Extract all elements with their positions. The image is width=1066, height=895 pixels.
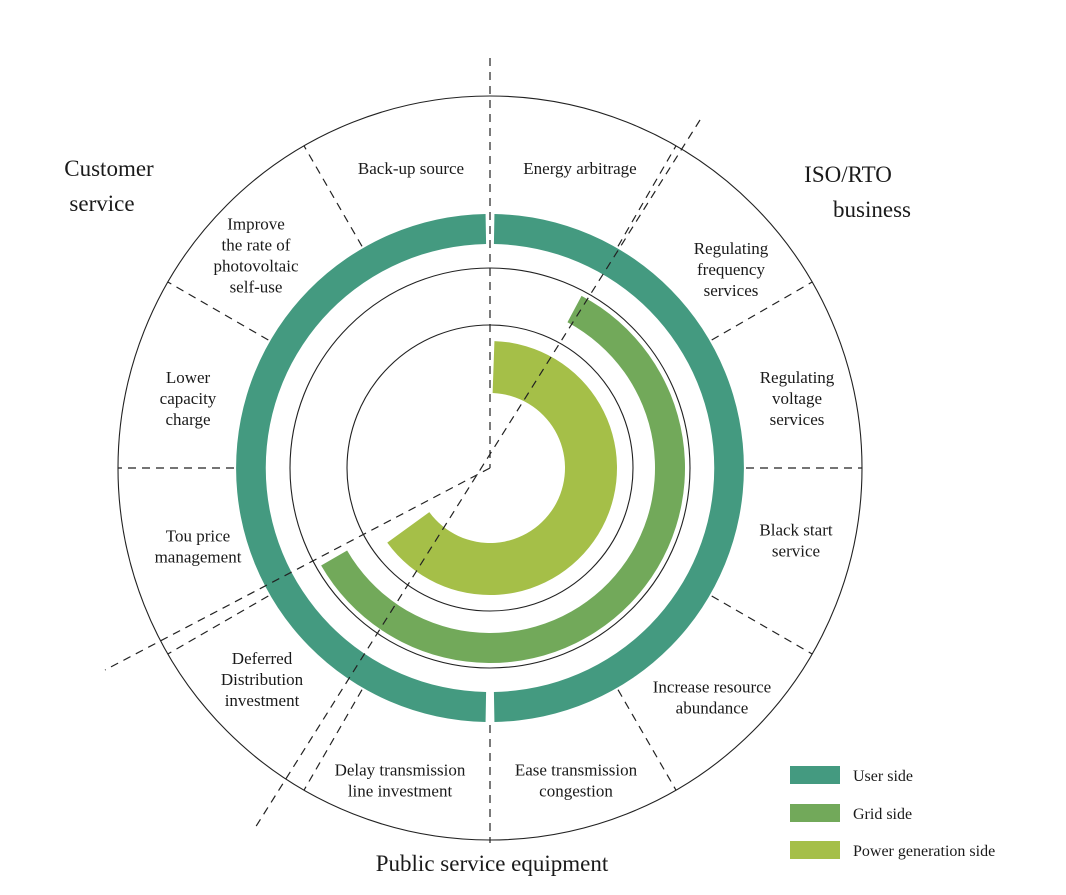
user-side-arc-left — [236, 214, 487, 722]
segment-label-pv-line2: the rate of — [222, 236, 291, 255]
user-side-arc-right — [493, 214, 744, 722]
segment-label-distribution-line3: investment — [225, 691, 300, 710]
customer-service-label-line2: service — [69, 191, 134, 216]
public-service-label: Public service equipment — [376, 851, 609, 876]
segment-label-congestion-line1: Ease transmission — [515, 761, 638, 780]
segment-label-voltage-line1: Regulating — [760, 368, 835, 387]
segment-label-blackstart-line1: Black start — [759, 521, 832, 540]
segment-label-voltage-line2: voltage — [772, 389, 822, 408]
separator-sep-150 — [617, 689, 677, 791]
separator-sep-300 — [167, 281, 269, 341]
segment-labels: Back-up source Energy arbitrageRegulating… — [155, 159, 835, 801]
legend-swatch-user-side — [790, 766, 840, 784]
left-divider — [104, 467, 491, 671]
power-generation-side-arc — [387, 341, 617, 596]
segment-label-distribution-line1: Deferred — [232, 649, 293, 668]
segment-label-tou-line1: Tou price — [166, 527, 230, 546]
separator-sep-330 — [303, 145, 363, 247]
separator-sep-60 — [711, 281, 813, 341]
separator-sep-120 — [711, 595, 813, 655]
segment-label-resource-line2: abundance — [676, 699, 749, 718]
legend-label-power-generation-side: Power generation side — [853, 843, 995, 860]
segment-label-arbitrage-line1: Energy arbitrage — [523, 159, 636, 178]
legend-swatch-grid-side — [790, 804, 840, 822]
segment-label-capacity-line2: capacity — [160, 389, 217, 408]
legend-label-user-side: User side — [853, 768, 913, 785]
segment-label-freq-line1: Regulating — [694, 239, 769, 258]
legend-swatch-power-generation-side — [790, 841, 840, 859]
segment-label-resource-line1: Increase resource — [653, 678, 771, 697]
separator-sep-240 — [167, 595, 269, 655]
segment-label-backup-line1: Back-up source — [358, 159, 464, 178]
segment-label-congestion-line2: congestion — [539, 782, 613, 801]
segment-label-tou-line2: management — [155, 548, 242, 567]
legend: User side Grid side Power generation sid… — [790, 766, 995, 860]
segment-label-transline-line2: line investment — [348, 782, 453, 801]
iso-rto-label-line1: ISO/RTO — [804, 162, 892, 187]
legend-label-grid-side: Grid side — [853, 806, 912, 823]
segment-label-pv-line4: self-use — [230, 278, 283, 297]
segment-label-freq-line3: services — [704, 281, 759, 300]
segment-label-pv-line3: photovoltaic — [214, 257, 299, 276]
iso-rto-label-line2: business — [833, 197, 911, 222]
segment-label-transline-line1: Delay transmission — [335, 761, 466, 780]
segment-label-pv-line1: Improve — [227, 215, 285, 234]
segment-label-capacity-line1: Lower — [166, 368, 211, 387]
separator-sep-30 — [617, 145, 677, 247]
customer-service-label-line1: Customer — [64, 156, 154, 181]
segment-label-voltage-line3: services — [770, 410, 825, 429]
segment-separators — [118, 145, 862, 791]
separator-sep-210 — [303, 689, 363, 791]
segment-label-capacity-line3: charge — [166, 410, 211, 429]
segment-label-freq-line2: frequency — [697, 260, 765, 279]
segment-label-distribution-line2: Distribution — [221, 670, 304, 689]
segment-label-blackstart-line2: service — [772, 542, 820, 561]
